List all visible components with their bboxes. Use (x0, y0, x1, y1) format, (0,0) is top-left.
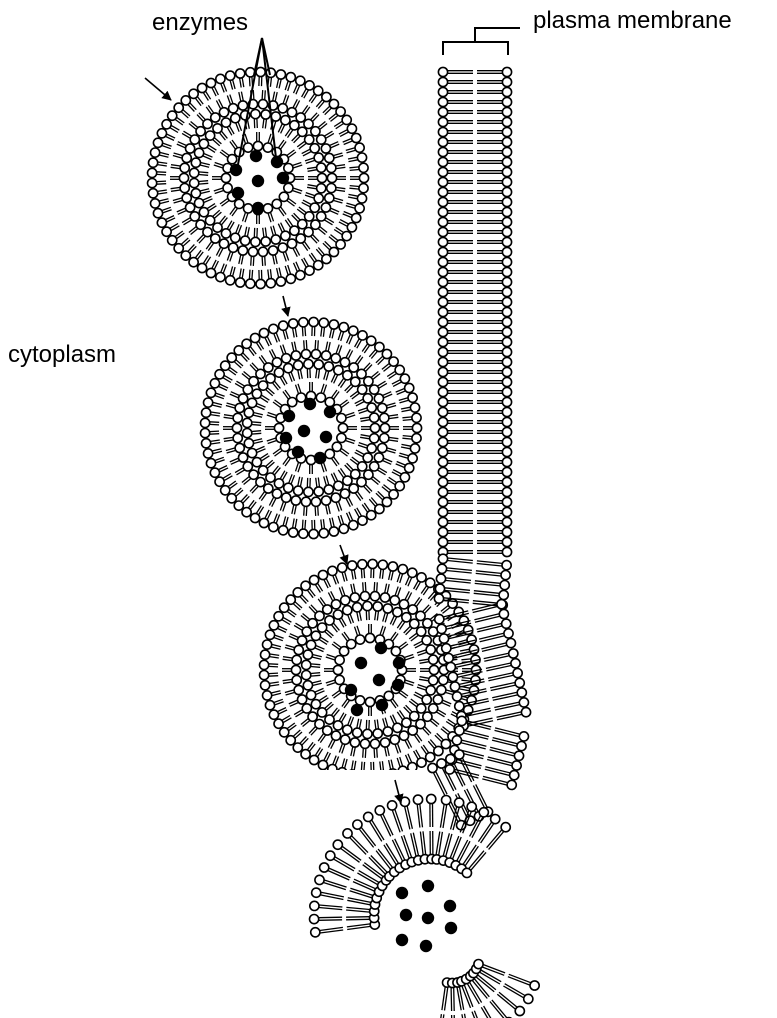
movement-arrow-1 (283, 296, 288, 316)
enzymes-released (396, 880, 457, 952)
label-enzymes: enzymes (152, 9, 248, 36)
label-cytoplasm: cytoplasm (8, 341, 116, 368)
label-plasma-membrane: plasma membrane (533, 7, 732, 34)
movement-arrow-2 (340, 545, 347, 564)
released-vesicle-membrane (310, 794, 540, 1018)
vesicle-2 (201, 317, 422, 538)
vesicle-membrane-pointer-arrow (145, 78, 171, 100)
plasma-membrane-bracket (443, 28, 520, 55)
movement-arrow-3 (395, 780, 401, 803)
